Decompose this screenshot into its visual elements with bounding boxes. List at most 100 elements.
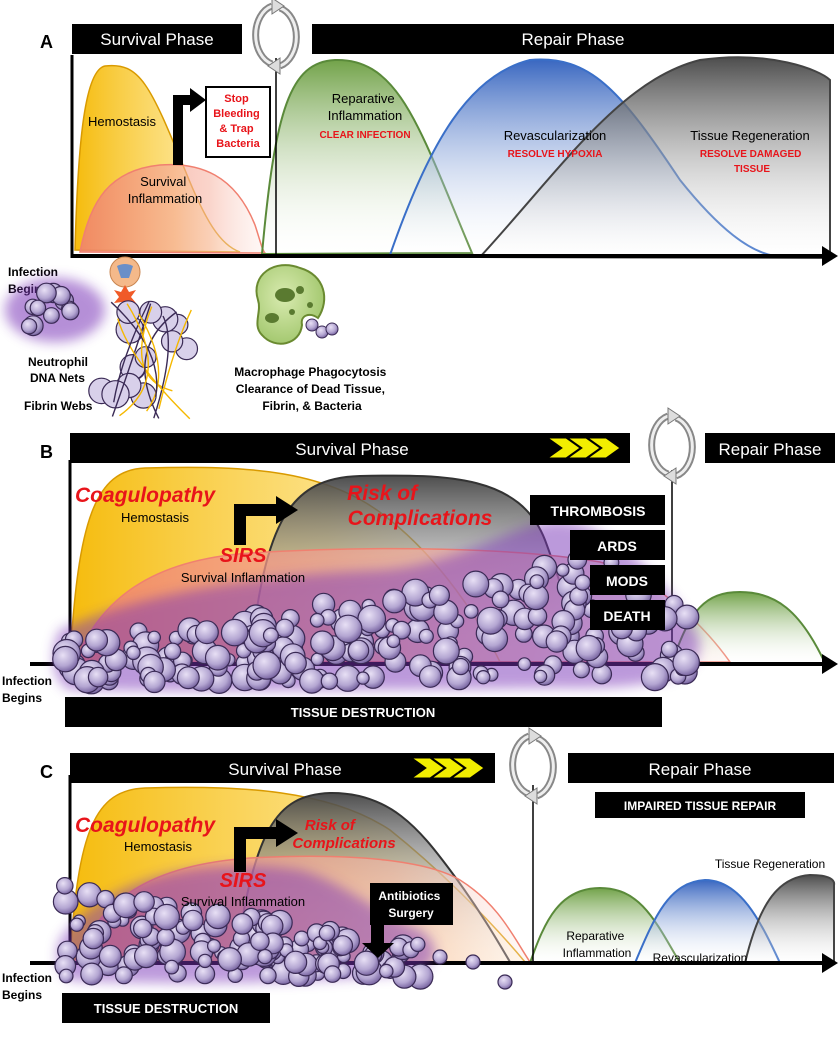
panel-c: C Survival Phase Repair Phase xyxy=(2,727,838,1023)
complication-label: MODS xyxy=(606,573,648,589)
bacterium xyxy=(163,642,182,661)
bacterium xyxy=(418,665,442,688)
resolve-hypoxia-label: RESOLVE HYPOXIA xyxy=(508,149,603,160)
hemostasis-label: Hemostasis xyxy=(124,839,192,854)
bacterium xyxy=(114,966,133,985)
coagulopathy-label: Coagulopathy xyxy=(75,814,216,837)
reparative-inflammation-label: Reparative Inflammation xyxy=(563,929,632,960)
cycle-arrows-icon xyxy=(509,727,557,805)
bacterium xyxy=(231,913,254,935)
bacterium xyxy=(61,302,80,321)
bacterium xyxy=(378,963,394,979)
revascularization-label: Revascularization xyxy=(504,128,607,143)
bacterium xyxy=(116,300,141,325)
bacterium xyxy=(217,946,242,972)
regeneration-curve xyxy=(477,56,831,260)
survival-inflammation-label: Survival Inflammation xyxy=(128,174,202,206)
neutrophil-icon xyxy=(109,256,141,309)
stop-bleeding-label: Stop Bleeding & Trap Bacteria xyxy=(213,93,263,150)
stop-bleeding-box xyxy=(205,86,271,158)
survival-phase-label: Survival Phase xyxy=(295,440,408,459)
hemostasis-label: Hemostasis xyxy=(88,114,156,129)
bacterium xyxy=(318,924,336,942)
bacterium xyxy=(432,949,448,965)
bacterium xyxy=(197,953,213,969)
infection-begins-label: Infection Begins xyxy=(2,971,55,1002)
bacterium xyxy=(392,620,412,640)
bacterium xyxy=(432,637,460,665)
panel-letter: B xyxy=(40,442,53,462)
survival-phase-bar xyxy=(70,433,630,463)
bacterium xyxy=(353,950,380,976)
macrophage-label: Macrophage Phagocytosis Clearance of Dea… xyxy=(234,365,389,413)
cycle-arrows-icon xyxy=(648,407,696,485)
survival-phase-label: Survival Phase xyxy=(100,30,213,49)
elbow-arrowhead xyxy=(190,88,206,112)
bacterium xyxy=(250,931,270,951)
tissue-destruction-bar xyxy=(62,993,270,1023)
bacterium xyxy=(529,574,545,590)
bacterium xyxy=(164,959,180,975)
bacterium xyxy=(533,669,548,684)
tissue-regeneration-label: Tissue Regeneration xyxy=(715,857,825,871)
fibrin-strand xyxy=(117,318,191,420)
chevron-arrows-icon xyxy=(410,757,485,779)
repair-phase-bar xyxy=(312,24,834,54)
panel-letter: A xyxy=(40,32,53,52)
risk-complications-label: Risk of Complications xyxy=(292,817,395,852)
complication-box xyxy=(570,530,665,560)
risk-complications-label: Risk of Complications xyxy=(347,482,492,530)
bacterium xyxy=(452,657,470,676)
complication-label: ARDS xyxy=(597,538,637,554)
repair-phase-label: Repair Phase xyxy=(648,760,751,779)
elbow-arrowhead xyxy=(276,496,298,524)
bacterium xyxy=(133,891,155,913)
macrophage-icon xyxy=(255,264,339,345)
resolve-damaged-label: RESOLVE DAMAGED TISSUE xyxy=(700,149,804,175)
bacterium xyxy=(347,639,370,662)
bacterium xyxy=(262,627,279,644)
bacterium xyxy=(575,634,603,662)
bacterium xyxy=(153,903,180,931)
fibrin-strand xyxy=(113,300,151,403)
time-axis-arrowhead xyxy=(822,654,838,674)
repair-phase-bar xyxy=(705,433,835,463)
bacterium xyxy=(126,645,141,661)
repair-phase-label: Repair Phase xyxy=(521,30,624,49)
bacterium xyxy=(43,307,60,324)
bacterium xyxy=(674,604,700,630)
bacterium xyxy=(20,318,38,335)
bacterium xyxy=(87,666,109,688)
fibrin-strand xyxy=(110,301,158,398)
bacterium xyxy=(497,974,513,990)
bacteria-cluster-icon xyxy=(5,278,105,342)
bacterium xyxy=(98,944,122,968)
elbow-arrow-icon xyxy=(234,504,278,545)
fibrin-strand xyxy=(153,315,170,419)
bacterium xyxy=(205,903,231,930)
revascularization-label: Revascularization xyxy=(653,951,748,965)
bacterium xyxy=(572,661,591,679)
bacterium xyxy=(29,299,47,317)
bacterium xyxy=(545,630,569,653)
elbow-arrow-icon xyxy=(173,95,192,165)
bacterium xyxy=(517,657,532,671)
bacterium xyxy=(85,628,109,652)
bacterium xyxy=(465,954,481,970)
bacterium xyxy=(176,666,200,690)
tissue-regeneration-label: Tissue Regeneration xyxy=(690,128,809,143)
reparative-inflammation-label: Reparative Inflammation xyxy=(328,91,402,123)
hemostasis-label: Hemostasis xyxy=(121,510,189,525)
bacterium xyxy=(283,950,308,975)
time-axis-arrowhead xyxy=(822,953,838,973)
bacterium xyxy=(143,670,166,694)
bacterium xyxy=(147,630,161,645)
regeneration-curve xyxy=(743,873,836,966)
fibrin-webs-label: Fibrin Webs xyxy=(24,399,93,413)
bacterium xyxy=(428,584,450,606)
fibrin-strand xyxy=(138,313,160,412)
bacterium xyxy=(156,928,175,947)
bacterium xyxy=(332,935,354,956)
survival-inflammation-label: Survival Inflammation xyxy=(181,570,305,585)
